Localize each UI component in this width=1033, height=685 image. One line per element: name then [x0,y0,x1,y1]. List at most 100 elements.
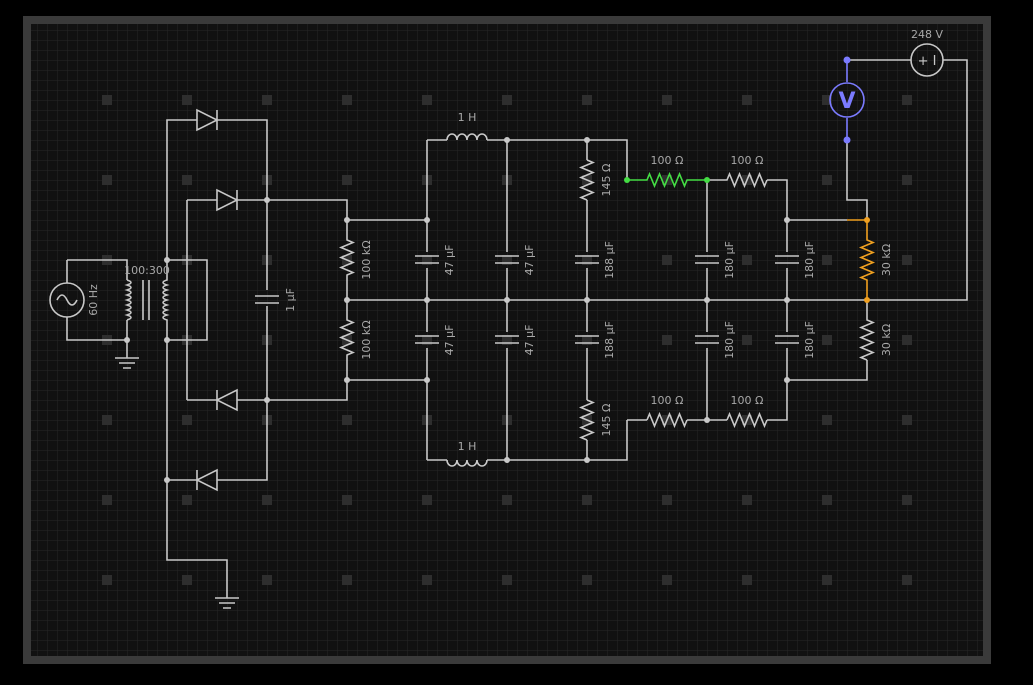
inductor-top[interactable]: 1 H [446,111,488,141]
junction-node [164,337,170,343]
junction-node [424,377,430,383]
capacitor-main[interactable]: 1 µF [255,288,297,312]
grid-dot [902,575,912,585]
inductor-bottom-label: 1 H [458,440,477,453]
grid-dot [822,175,832,185]
capacitor-180uf-b-bottom[interactable]: 180 µF [775,321,816,359]
ac-source[interactable]: 60 Hz [49,259,128,341]
grid-dot [742,335,752,345]
resistor-label: 100 Ω [731,394,764,407]
grid-dot [822,255,832,265]
grid-dot [422,495,432,505]
voltmeter-icon [829,82,865,118]
capacitor-180uf-a-top[interactable]: 180 µF [695,241,736,279]
capacitor-188uf-top[interactable]: 188 µF [575,241,616,279]
resistor-label: 100 Ω [651,154,684,167]
ground-secondary [215,597,239,609]
grid-dot [742,575,752,585]
resistor-divider-upper[interactable]: 100 kΩ [338,220,373,300]
diode-upper[interactable] [216,188,239,212]
capacitor-label: 180 µF [723,241,736,279]
ground-icon [115,357,139,369]
resistor-divider-lower-label: 100 kΩ [360,320,373,359]
capacitor-47uf-b-top[interactable]: 47 µF [495,245,536,276]
resistor-divider-lower[interactable]: 100 kΩ [338,300,373,380]
resistor-label: 100 Ω [731,154,764,167]
grid-dot [662,255,672,265]
junction-node [164,477,170,483]
capacitor-188uf-bottom[interactable]: 188 µF [575,321,616,359]
junction-node [264,397,270,403]
diode-bottom[interactable] [195,468,218,492]
grid-dot [262,495,272,505]
grid-dot [502,335,512,345]
grid-dot [422,255,432,265]
voltmeter[interactable]: V [829,56,911,221]
voltmeter-symbol: V [838,89,855,114]
battery-indicator[interactable]: + I 248 V [910,28,944,77]
resistor-145-bottom[interactable]: 145 Ω [578,399,613,441]
grid-dot [502,575,512,585]
grid-dot [342,575,352,585]
junction-node [704,177,710,183]
resistor-label: 100 Ω [651,394,684,407]
resistor-145-top[interactable]: 145 Ω [578,159,613,201]
grid-dot [502,495,512,505]
grid-dot [182,575,192,585]
capacitor-47uf-a-top[interactable]: 47 µF [415,245,456,276]
resistor-100-top-a[interactable]: 100 Ω [627,154,707,189]
grid-dot [662,335,672,345]
diode-icon [196,108,219,132]
grid-dot [102,495,112,505]
junction-node [584,297,590,303]
ground-primary [115,340,139,369]
grid-dot [742,495,752,505]
junction-node [424,217,430,223]
junction-node [344,297,350,303]
grid-dot [342,495,352,505]
capacitor-47uf-a-bottom[interactable]: 47 µF [415,325,456,356]
capacitor-180uf-a-bottom[interactable]: 180 µF [695,321,736,359]
resistor-100-bottom-a[interactable]: 100 Ω [646,394,688,429]
junction-node [264,197,270,203]
grid-dot [582,255,592,265]
grid-dot [902,415,912,425]
grid-dot [502,255,512,265]
junction-node [864,217,870,223]
grid-dot [822,335,832,345]
diode-icon [195,468,218,492]
resistor-100-top-b[interactable]: 100 Ω [707,154,768,189]
diode-top[interactable] [196,108,219,132]
grid-dot [182,95,192,105]
junction-node [344,217,350,223]
junction-node [164,257,170,263]
diode-icon [215,388,238,412]
transformer[interactable]: 100:300 [124,260,170,340]
grid-dot [342,95,352,105]
resistor-30k-bottom[interactable]: 30 kΩ [858,300,893,361]
grid-dot [662,95,672,105]
grid-dot [902,335,912,345]
capacitor-label: 188 µF [603,241,616,279]
resistor-label: 30 kΩ [880,324,893,356]
capacitor-label: 47 µF [523,245,536,276]
ground-icon [215,597,239,609]
grid-dot [422,575,432,585]
grid-dot [902,255,912,265]
junction-node [784,217,790,223]
grid-dot [262,95,272,105]
capacitor-180uf-b-top[interactable]: 180 µF [775,241,816,279]
grid-dot [102,575,112,585]
junction-node [584,457,590,463]
resistor-30k-top[interactable]: 30 kΩ [847,219,893,300]
grid-dot [102,95,112,105]
junction-node [864,297,870,303]
inductor-bottom[interactable]: 1 H [446,440,488,467]
junction-node [784,297,790,303]
resistor-100-bottom-b[interactable]: 100 Ω [726,394,768,429]
junction-node [424,297,430,303]
capacitor-47uf-b-bottom[interactable]: 47 µF [495,325,536,356]
grid-dot [342,415,352,425]
diode-lower[interactable] [215,388,238,412]
